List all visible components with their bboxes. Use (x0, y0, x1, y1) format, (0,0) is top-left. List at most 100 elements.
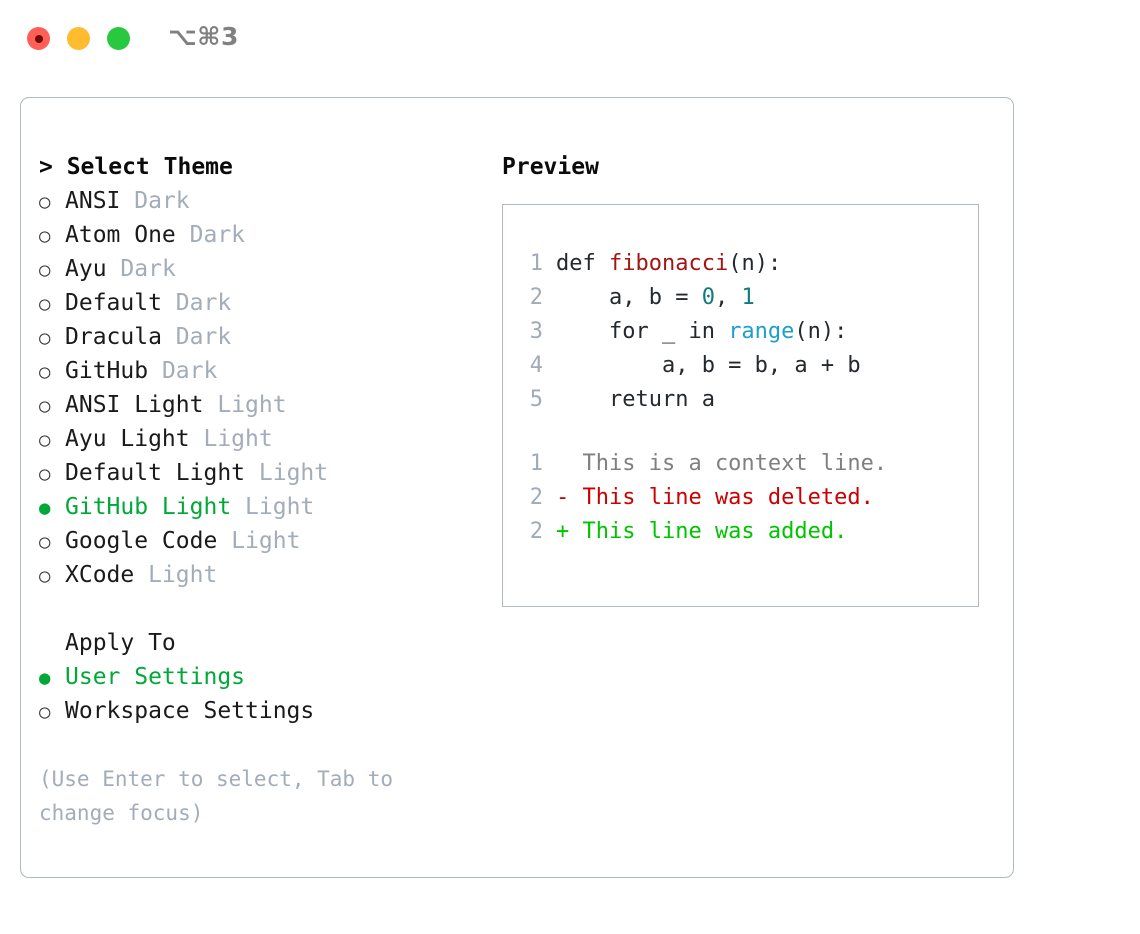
code-token-num: 1 (741, 285, 755, 310)
theme-option-ansi[interactable]: ○ ANSI Dark (39, 184, 489, 218)
theme-option-name: GitHub Light (65, 494, 232, 520)
code-line: 5 return a (515, 383, 972, 417)
diff-line-content: This is a context line. (556, 451, 888, 476)
code-token-num: 0 (701, 285, 715, 310)
apply-to-option-label: User Settings (65, 664, 246, 690)
spacer (176, 218, 190, 252)
radio-selected-icon: ● (39, 497, 51, 519)
radio-unselected-icon: ○ (39, 429, 51, 451)
code-token-plain: for _ in (556, 319, 729, 344)
code-token-plain: a, b = (556, 285, 702, 310)
code-line-content: for _ in range(n): (556, 315, 847, 349)
theme-option-name: Ayu Light (65, 426, 190, 452)
apply-to-heading: Apply To (65, 630, 176, 656)
apply-to-option-user-settings[interactable]: ● User Settings (39, 660, 489, 694)
zoom-button[interactable] (107, 27, 130, 50)
spacer (162, 320, 176, 354)
code-token-plain: return a (556, 387, 715, 412)
code-token-plain: def (556, 251, 609, 276)
radio-unselected-icon: ○ (39, 701, 51, 723)
theme-option-name: GitHub (65, 358, 149, 384)
code-line-content: a, b = b, a + b (556, 349, 861, 383)
spacer (203, 388, 217, 422)
diff-sample: 1 This is a context line.2- This line wa… (515, 447, 972, 549)
code-token-fn: fibonacci (608, 251, 729, 276)
minimize-button[interactable] (67, 27, 90, 50)
code-line: 2 a, b = 0, 1 (515, 281, 972, 315)
close-button[interactable] (27, 27, 50, 50)
theme-option-xcode[interactable]: ○XCode Light (39, 558, 489, 592)
code-token-plain: , (714, 285, 742, 310)
theme-option-kind: Dark (189, 222, 246, 248)
theme-option-ansi-light[interactable]: ○ANSI Light Light (39, 388, 489, 422)
keyboard-hint: (Use Enter to select, Tab to change focu… (39, 767, 406, 825)
theme-option-github-light[interactable]: ●GitHub Light Light (39, 490, 489, 524)
code-line: 4 a, b = b, a + b (515, 349, 972, 383)
theme-option-atom-one[interactable]: ○Atom One Dark (39, 218, 489, 252)
diff-line-number: 2 (529, 485, 543, 510)
apply-to-section: Apply To ● User Settings ○ Workspace Settin… (39, 626, 489, 728)
theme-option-google-code[interactable]: ○Google Code Light (39, 524, 489, 558)
apply-to-list: ● User Settings ○ Workspace Settings (39, 660, 489, 728)
theme-option-kind: Dark (161, 358, 218, 384)
radio-selected-icon: ● (39, 667, 51, 689)
keyboard-shortcut-label: ⌥⌘3 (168, 22, 239, 51)
theme-option-name: XCode (65, 562, 135, 588)
spacer (120, 184, 134, 218)
diff-line-number: 1 (529, 451, 543, 476)
spacer (134, 558, 148, 592)
theme-option-ayu[interactable]: ○Ayu Dark (39, 252, 489, 286)
diff-line-del: 2- This line was deleted. (515, 481, 972, 515)
theme-option-kind: Light (203, 426, 273, 452)
theme-option-name: Ayu (65, 256, 107, 282)
theme-option-kind: Light (217, 392, 287, 418)
theme-option-ayu-light[interactable]: ○ Ayu Light Light (39, 422, 489, 456)
radio-unselected-icon: ○ (39, 531, 51, 553)
spacer (217, 524, 231, 558)
spacer (162, 286, 176, 320)
code-line-content: return a (556, 383, 715, 417)
theme-option-default[interactable]: ○Default Dark (39, 286, 489, 320)
code-line-number: 5 (529, 387, 543, 412)
theme-option-name: Dracula (65, 324, 162, 350)
theme-selector-panel: > Select Theme ○ANSI Dark○Atom One Dark○… (20, 97, 1014, 878)
traffic-light-buttons (27, 27, 130, 50)
spacer (148, 354, 162, 388)
theme-list: ○ANSI Dark○Atom One Dark○Ayu Dark○Defaul… (39, 184, 489, 592)
theme-option-kind: Dark (134, 188, 190, 214)
preview-heading: Preview (502, 154, 599, 180)
theme-option-name: ANSI (65, 188, 121, 214)
diff-line-number: 2 (529, 519, 543, 544)
radio-unselected-icon: ○ (39, 463, 51, 485)
theme-option-github[interactable]: ○ GitHub Dark (39, 354, 489, 388)
select-theme-heading: > Select Theme (39, 154, 233, 180)
diff-line-ctx: 1 This is a context line. (515, 447, 972, 481)
apply-to-option-label: Workspace Settings (65, 698, 315, 724)
code-token-plain: (n): (728, 251, 782, 276)
diff-line-add: 2+ This line was added. (515, 515, 972, 549)
theme-option-name: Google Code (65, 528, 218, 554)
apply-to-option-workspace-settings[interactable]: ○ Workspace Settings (39, 694, 489, 728)
theme-option-name: Atom One (65, 222, 176, 248)
code-line-content: a, b = 0, 1 (556, 281, 755, 315)
code-line-number: 4 (529, 353, 543, 378)
code-line-number: 2 (529, 285, 543, 310)
theme-option-kind: Light (258, 460, 329, 486)
theme-option-dracula[interactable]: ○Dracula Dark (39, 320, 489, 354)
theme-option-kind: Dark (175, 290, 232, 316)
theme-option-kind: Dark (120, 256, 176, 282)
radio-unselected-icon: ○ (39, 361, 51, 383)
radio-unselected-icon: ○ (39, 395, 51, 417)
code-line-number: 1 (529, 251, 543, 276)
theme-option-kind: Dark (175, 324, 232, 350)
code-line-content: def fibonacci(n): (556, 247, 781, 281)
radio-unselected-icon: ○ (39, 191, 51, 213)
spacer (231, 490, 245, 524)
theme-option-default-light[interactable]: ○Default Light Light (39, 456, 489, 490)
spacer (190, 422, 204, 456)
spacer (107, 252, 121, 286)
radio-unselected-icon: ○ (39, 293, 51, 315)
